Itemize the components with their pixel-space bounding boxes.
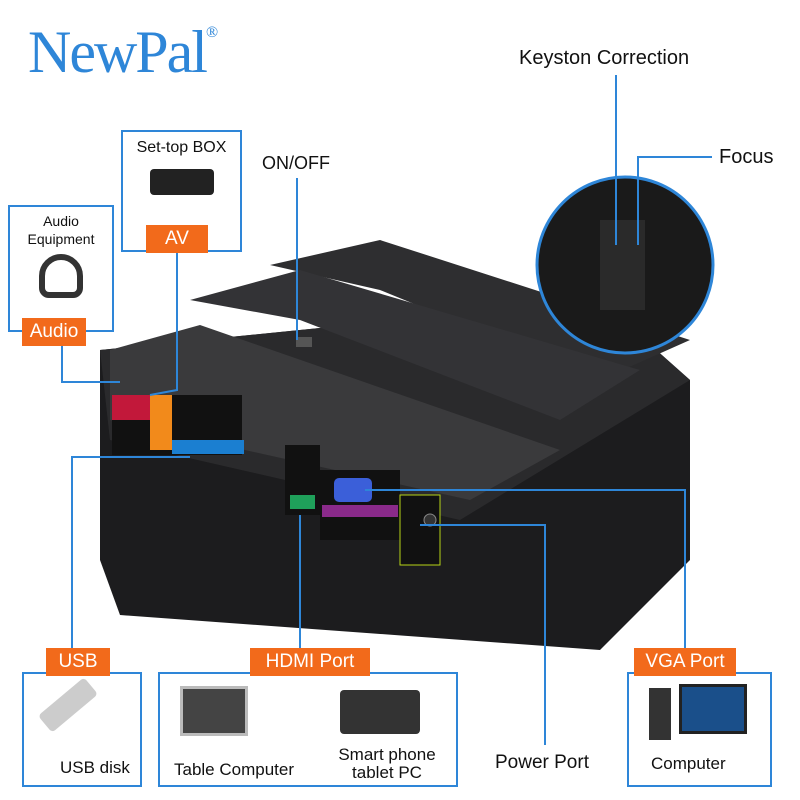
usb-card: USB disk [22,672,142,787]
av-port-strip [150,395,172,450]
audio-port-strip [112,395,152,420]
vga-port [334,478,372,502]
hdmi-strip [290,495,315,509]
keystone-label: Keyston Correction [519,47,690,69]
hdmi-caption-laptop: Table Computer [174,760,295,779]
power-button[interactable] [296,337,312,347]
pc-tower-icon [649,688,671,740]
top-ridge-3 [110,325,560,500]
audio-equipment-card: Audio Equipment [8,205,114,332]
usb-disk-icon [37,677,99,733]
brand-logo: NewPal® [28,19,218,85]
focus-label: Focus [719,146,774,168]
hdmi-caption-phone: Smart phone tablet PC [338,745,436,782]
power-port-label: Power Port [495,752,589,773]
hdmi-card: Table Computer Smart phone tablet PC [158,672,458,787]
audio-tag: Audio [22,318,86,346]
usb-caption: USB disk [60,758,130,777]
onoff-label: ON/OFF [262,153,330,173]
audio-title: Audio Equipment [27,213,95,247]
headphones-icon [39,254,83,298]
settop-title: Set-top BOX [136,139,227,156]
hdmi-tag: HDMI Port [250,648,370,676]
av-tag: AV [146,225,208,253]
dc-panel [399,494,441,566]
laptop-icon [180,686,248,736]
settop-box-image [149,169,214,195]
vga-strip [322,505,398,517]
monitor-icon [679,684,747,734]
usb-tag: USB [46,648,110,676]
usb-port-strip [172,440,244,454]
vga-caption: Computer [651,754,726,773]
vga-card: Computer [627,672,772,787]
connector-lines [61,75,712,745]
vga-tag: VGA Port [634,648,736,676]
top-ridge-2 [190,270,640,420]
tablet-phone-icon [340,690,420,734]
